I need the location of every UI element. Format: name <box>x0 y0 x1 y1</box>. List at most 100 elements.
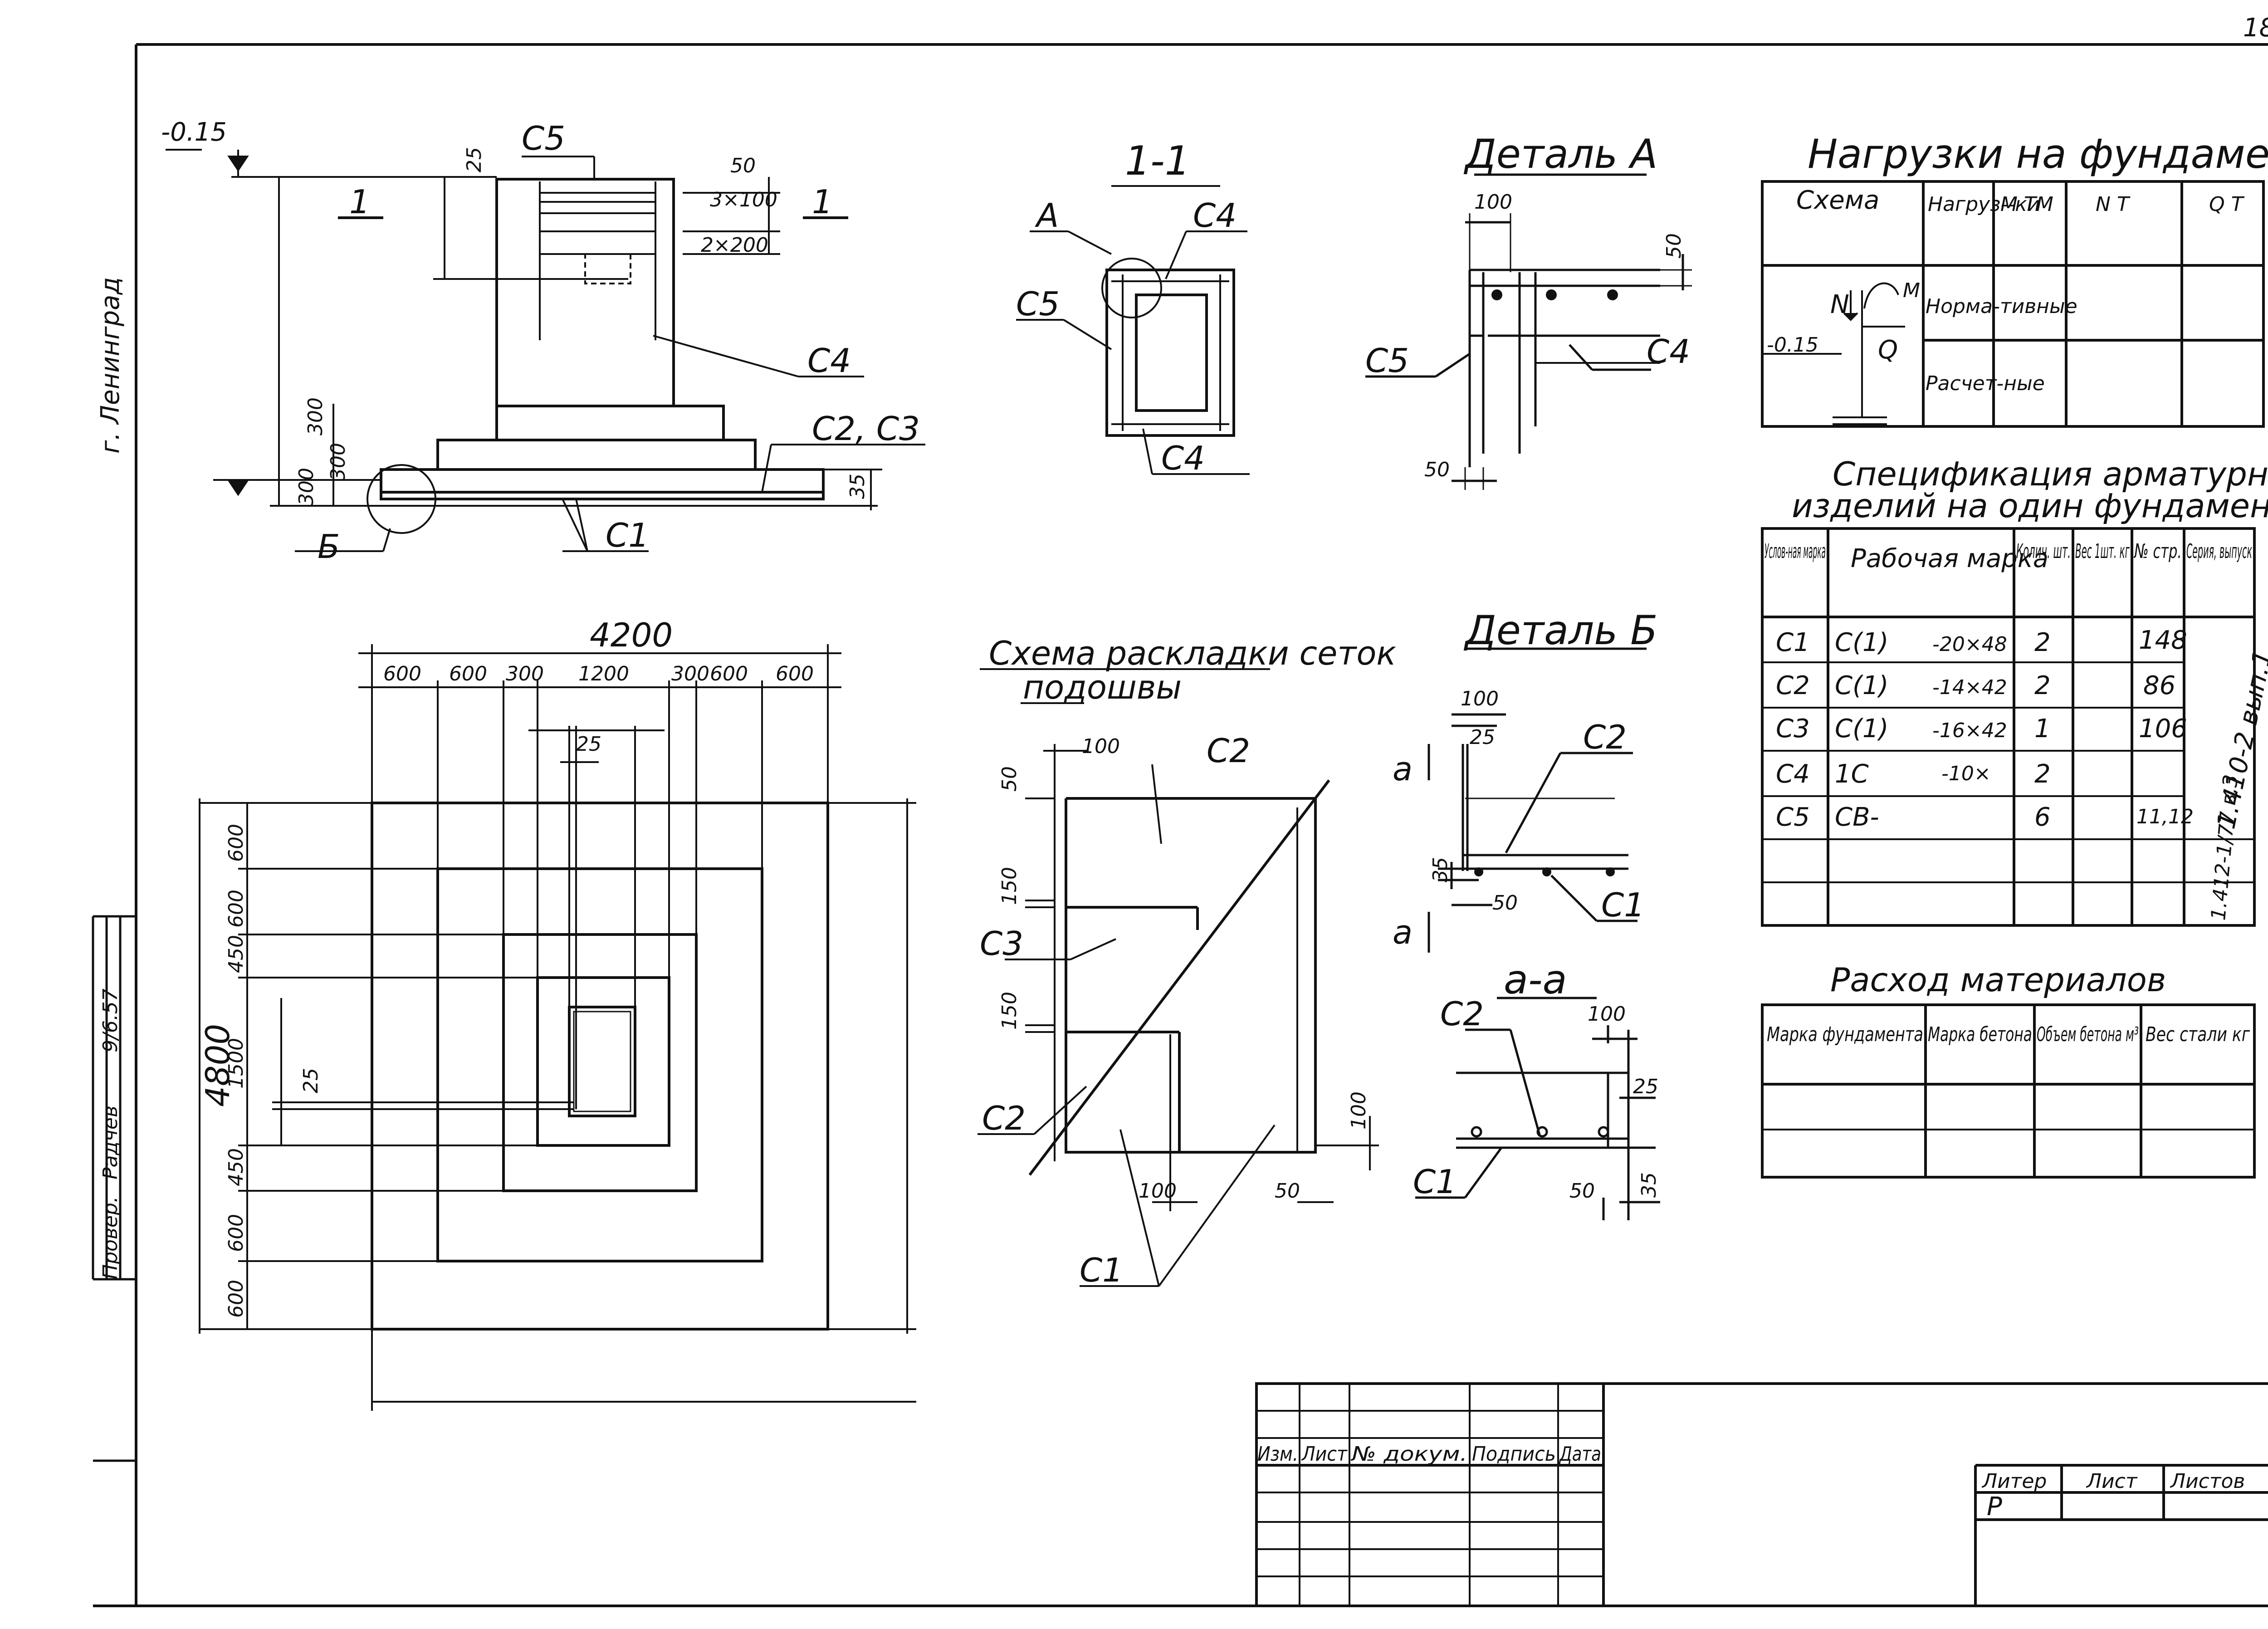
spec-header-qty: Колич. шт. <box>2016 540 2071 563</box>
spec-row-size: -16×42 <box>1932 719 2007 742</box>
spec-row-work: С(1) <box>1835 714 1888 744</box>
detail-a: Деталь А 100 50 50 С5 С4 <box>1365 131 1692 490</box>
mesh-dim-150a: 150 <box>998 867 1021 905</box>
spec-row: С3 С(1) -16×42 1 106 <box>1776 714 2187 744</box>
loads-header-n: N Т <box>2096 193 2131 216</box>
title-block-liter-label: Литер <box>1981 1470 2047 1493</box>
section-aa-dim-100: 100 <box>1588 1003 1626 1026</box>
title-block-header-sheet: Лист <box>1301 1443 1348 1466</box>
detail-a-label-c5: С5 <box>1365 342 1409 380</box>
detail-b-dim-50: 50 <box>1492 891 1518 915</box>
mesh-dim-100: 100 <box>1082 735 1120 758</box>
mesh-label-c2-top: С2 <box>1207 732 1250 770</box>
mesh-title-2: подошвы <box>1023 668 1182 706</box>
materials-header-foundation: Марка фундамента <box>1767 1023 1923 1046</box>
loads-table: Нагрузки на фундамент Схема Нагруз--ки M… <box>1761 131 2268 428</box>
spec-row-mark: С3 <box>1776 714 1810 744</box>
dim-50: 50 <box>730 154 756 177</box>
spec-row-page: 106 <box>2139 714 2187 744</box>
title-block-header-date: Дата <box>1559 1443 1601 1466</box>
title-block-header-signature: Подпись <box>1472 1443 1556 1466</box>
detail-b-cut-top: а <box>1393 750 1413 788</box>
section-aa-dim-50: 50 <box>1569 1179 1595 1203</box>
loads-header-m: M ТМ <box>2000 193 2053 216</box>
section-label-c5: С5 <box>1016 285 1060 323</box>
dim-300a: 300 <box>304 397 327 435</box>
spec-row: С1 С(1) -20×48 2 148 <box>1776 626 2187 657</box>
spec-row-page: 11,12 <box>2136 805 2194 828</box>
materials-header-steel: Вес стали кг <box>2146 1023 2250 1046</box>
mesh-scheme: Схема раскладки сеток подошвы 100 50 150… <box>978 634 1396 1289</box>
spec-header-mark: Услов-ная марка <box>1765 540 1826 563</box>
spec-row-size: -14×42 <box>1932 676 2007 699</box>
mesh-label-c2: С2 <box>982 1099 1026 1137</box>
loads-row-design: Расчет-ные <box>1926 372 2045 395</box>
plan-top-total: 4200 <box>590 616 673 654</box>
plan-left-dim-3: 450 <box>225 935 248 973</box>
loads-scheme-n: N <box>1830 290 1849 319</box>
section-aa-dim-25: 25 <box>1633 1075 1658 1098</box>
section-label-c4-bottom: С4 <box>1161 439 1205 477</box>
loads-title: Нагрузки на фундамент <box>1808 131 2268 177</box>
plan-top-dim-2: 600 <box>449 662 487 685</box>
spec-header-work: Рабочая марка <box>1851 544 2048 573</box>
detail-b-title: Деталь Б <box>1463 607 1658 654</box>
plan-top-dim-4: 1200 <box>578 662 629 685</box>
mesh-label-c3: С3 <box>980 925 1023 963</box>
dim-2x200: 2×200 <box>701 234 768 257</box>
title-block-header-change: Изм. <box>1257 1443 1298 1466</box>
plan-left-total: 4800 <box>199 1024 237 1107</box>
detail-a-dim-50b: 50 <box>1424 458 1450 481</box>
detail-b-dim-35: 35 <box>1429 857 1452 882</box>
label-c5: С5 <box>522 119 565 157</box>
materials-table: Расход материалов Марка фундамента Марка… <box>1761 961 2256 1179</box>
level-mark-top: -0.15 <box>161 117 227 147</box>
mesh-label-c1: С1 <box>1080 1251 1123 1289</box>
spec-row-size: -10× <box>1941 762 1991 785</box>
spec-row: С5 СВ- 6 11,12 <box>1776 802 2194 832</box>
spec-row-mark: С2 <box>1776 671 1810 700</box>
spec-row: С4 1С -10× 2 <box>1776 759 2051 789</box>
title-block-header-doc: № докум. <box>1350 1443 1467 1466</box>
plan-top-dim-5: 300 <box>671 662 709 685</box>
section-1-1-title: 1-1 <box>1125 137 1190 184</box>
plan-left-dim-2: 600 <box>225 890 248 928</box>
section-1-1: 1-1 А С4 С5 С4 <box>1016 137 1250 477</box>
plan-top-dim-7: 600 <box>776 662 814 685</box>
mesh-dim-50: 50 <box>998 766 1021 792</box>
materials-header-concrete-grade: Марка бетона <box>1928 1023 2032 1046</box>
mesh-title-1: Схема раскладки сеток <box>989 634 1396 672</box>
plan-top-dim-6: 600 <box>710 662 748 685</box>
spec-header-page: № стр. <box>2133 540 2182 563</box>
spec-row-work: 1С <box>1835 759 1869 789</box>
spec-row-page: 148 <box>2139 626 2187 655</box>
detail-b-label-c1: С1 <box>1601 886 1645 924</box>
spec-row-mark: С5 <box>1776 802 1810 832</box>
spec-row-work: С(1) <box>1835 671 1888 700</box>
spec-row-qty: 2 <box>2034 759 2051 789</box>
plan-view: 4200 600 600 300 1200 300 600 600 25 480… <box>199 616 916 1411</box>
spec-row-mark: С1 <box>1776 628 1810 657</box>
section-mark-left: 1 <box>349 183 370 221</box>
dim-35: 35 <box>846 474 869 499</box>
detail-a-label-c4: С4 <box>1647 333 1690 371</box>
section-label-c4-top: С4 <box>1193 196 1237 235</box>
materials-title: Расход материалов <box>1830 961 2166 999</box>
section-label-a: А <box>1035 196 1059 235</box>
loads-row-normative: Норма-тивные <box>1926 295 2077 318</box>
materials-header-concrete-volume: Объем бетона м³ <box>2037 1023 2139 1046</box>
section-aa-title: а-а <box>1504 956 1567 1003</box>
loads-header-load: Нагруз--ки <box>1928 193 2040 216</box>
detail-b: Деталь Б 100 25 35 50 С2 С1 а а <box>1393 607 1658 953</box>
loads-scheme-m: M <box>1903 279 1920 302</box>
spec-row-work: СВ- <box>1835 802 1879 832</box>
dim-25: 25 <box>463 147 486 172</box>
loads-header-scheme: Схема <box>1796 186 1879 215</box>
spec-row-work: С(1) <box>1835 628 1888 657</box>
spec-row-qty: 6 <box>2034 802 2051 832</box>
detail-a-dim-100: 100 <box>1474 191 1512 214</box>
loads-scheme-q: Q <box>1878 335 1898 365</box>
dim-300c: 300 <box>295 468 318 506</box>
label-c2c3: С2, С3 <box>812 410 920 448</box>
